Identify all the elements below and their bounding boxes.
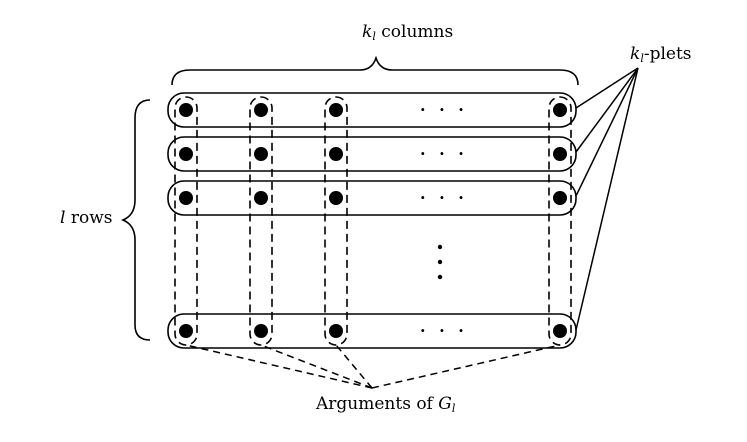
- row-oval-2: [167, 136, 577, 172]
- dot: [329, 324, 343, 338]
- ellipsis-row-3: · · ·: [420, 188, 468, 207]
- column-oval-kl: [548, 96, 572, 346]
- arguments-pointer-lines: [185, 344, 561, 389]
- vertical-ellipsis: [437, 244, 443, 280]
- row-oval-3: [167, 180, 577, 216]
- pointer-line: [575, 67, 639, 109]
- vdot: [437, 259, 443, 265]
- dot: [179, 147, 193, 161]
- dot: [553, 147, 567, 161]
- column-oval-3: [324, 96, 348, 346]
- ellipsis-row-2: · · ·: [420, 144, 468, 163]
- arguments-label: Arguments of Gl: [316, 394, 456, 415]
- ellipsis-row-1: · · ·: [420, 100, 468, 119]
- column-oval-1: [174, 96, 198, 346]
- dot: [329, 103, 343, 117]
- dot: [329, 191, 343, 205]
- dot: [179, 324, 193, 338]
- dot: [254, 324, 268, 338]
- columns-brace: [171, 55, 579, 86]
- column-ovals: [174, 96, 572, 346]
- arg-line: [371, 344, 561, 389]
- pointer-line: [575, 67, 639, 331]
- arg-line: [260, 344, 373, 389]
- pointer-line: [575, 67, 639, 153]
- vdot: [437, 274, 443, 280]
- kplets-label: kl-plets: [630, 44, 692, 65]
- dot: [329, 147, 343, 161]
- dot: [553, 191, 567, 205]
- columns-label: kl columns: [362, 22, 454, 43]
- dot: [254, 103, 268, 117]
- arg-line: [335, 344, 373, 389]
- column-oval-2: [249, 96, 273, 346]
- grid-dots: [179, 103, 567, 338]
- rows-brace: [120, 99, 151, 341]
- row-ovals: [167, 92, 577, 349]
- row-oval-1: [167, 92, 577, 128]
- pointer-line: [575, 67, 639, 197]
- arg-line: [185, 344, 373, 389]
- ellipsis-row-l: · · ·: [420, 321, 468, 340]
- dot: [553, 324, 567, 338]
- dot: [254, 147, 268, 161]
- dot: [179, 191, 193, 205]
- dot: [254, 191, 268, 205]
- kplets-pointer-lines: [575, 67, 639, 331]
- row-oval-l: [167, 313, 577, 349]
- dot: [179, 103, 193, 117]
- rows-label: l rows: [60, 208, 113, 228]
- vdot: [437, 244, 443, 250]
- dot: [553, 103, 567, 117]
